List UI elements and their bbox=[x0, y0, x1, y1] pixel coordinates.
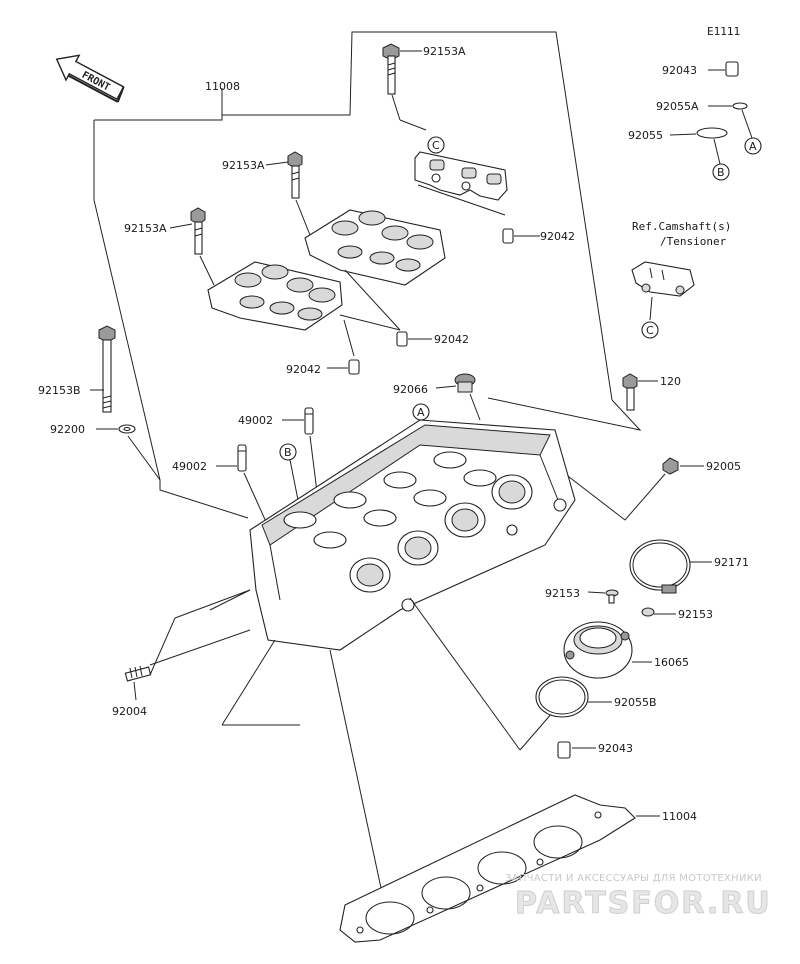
dowel-92042-mid bbox=[396, 331, 432, 347]
label-92042-top: 92042 bbox=[540, 230, 575, 243]
label-92042-mid: 92042 bbox=[434, 333, 469, 346]
assembly-11008-bracket bbox=[93, 31, 613, 481]
dowel-92043-bottom bbox=[557, 741, 596, 759]
label-120: 120 bbox=[660, 375, 681, 388]
callout-c-right-text: C bbox=[646, 324, 654, 337]
cylinder-head bbox=[249, 419, 576, 651]
label-92055a: 92055A bbox=[656, 100, 699, 113]
label-92066: 92066 bbox=[393, 383, 428, 396]
callout-c-right bbox=[641, 321, 659, 339]
label-11008: 11008 bbox=[205, 80, 240, 93]
front-arrow-icon: FRONT bbox=[55, 54, 125, 103]
label-92153a-left: 92153A bbox=[124, 222, 167, 235]
screw-92153-a bbox=[587, 589, 619, 604]
callout-a-head-text: A bbox=[417, 406, 425, 419]
label-92153-a: 92153 bbox=[545, 587, 580, 600]
label-11004: 11004 bbox=[662, 810, 697, 823]
callout-a-top bbox=[744, 137, 762, 155]
callout-c-top-text: C bbox=[432, 139, 440, 152]
label-92171: 92171 bbox=[714, 556, 749, 569]
cam-holder-left bbox=[207, 261, 401, 331]
cam-cap-top bbox=[414, 151, 508, 216]
dowel-92042-left bbox=[327, 319, 360, 375]
stud-92004 bbox=[124, 589, 251, 701]
callout-a-top-text: A bbox=[749, 140, 757, 153]
bolt-92153a-mid bbox=[265, 151, 311, 236]
label-92055: 92055 bbox=[628, 129, 663, 142]
label-92153-b: 92153 bbox=[678, 608, 713, 621]
dowel-92043-top bbox=[708, 61, 739, 77]
bolt-120 bbox=[622, 373, 658, 411]
ref-note-line1: Ref.Camshaft(s) bbox=[632, 220, 731, 233]
tensioner-bracket bbox=[631, 261, 695, 321]
diagram-code: E1111 bbox=[707, 25, 740, 38]
label-92153a-top: 92153A bbox=[423, 45, 466, 58]
holder-16065 bbox=[563, 621, 652, 679]
oring-92055b bbox=[535, 676, 612, 718]
screw-92153-b bbox=[641, 607, 676, 617]
bolt-92153b bbox=[90, 325, 116, 413]
clamp-92171 bbox=[629, 539, 712, 594]
fitting-92005 bbox=[559, 457, 704, 521]
label-92004: 92004 bbox=[112, 705, 147, 718]
washer-92200 bbox=[96, 424, 161, 481]
label-92153a-mid: 92153A bbox=[222, 159, 265, 172]
cam-holder-mid bbox=[304, 209, 446, 331]
valve-guide-49002-a bbox=[282, 407, 319, 501]
bolt-92153a-left bbox=[169, 207, 215, 286]
label-16065: 16065 bbox=[654, 656, 689, 669]
label-49002-b: 49002 bbox=[172, 460, 207, 473]
plug-92066 bbox=[435, 373, 481, 421]
watermark-big: PARTSFOR.RU bbox=[515, 886, 772, 921]
callout-b-left bbox=[279, 443, 297, 461]
callout-b-top bbox=[712, 163, 730, 181]
label-92055b: 92055B bbox=[614, 696, 657, 709]
label-92153b: 92153B bbox=[38, 384, 81, 397]
watermark-small: ЗАПЧАСТИ И АКСЕССУАРЫ ДЛЯ МОТОТЕХНИКИ bbox=[505, 873, 762, 884]
label-92200: 92200 bbox=[50, 423, 85, 436]
callout-b-left-text: B bbox=[284, 446, 292, 459]
head-gasket-11004 bbox=[339, 794, 660, 943]
dowel-92042-top bbox=[502, 228, 540, 244]
label-92005: 92005 bbox=[706, 460, 741, 473]
callout-b-top-text: B bbox=[717, 166, 725, 179]
label-92042-left: 92042 bbox=[286, 363, 321, 376]
label-49002-a: 49002 bbox=[238, 414, 273, 427]
label-92043-top: 92043 bbox=[662, 64, 697, 77]
label-92043-bottom: 92043 bbox=[598, 742, 633, 755]
callout-c-top bbox=[427, 136, 445, 154]
oring-92055a bbox=[708, 102, 753, 139]
ref-note-line2: /Tensioner bbox=[660, 235, 727, 248]
bolt-92153a-top bbox=[382, 43, 427, 131]
oring-92055 bbox=[669, 127, 728, 165]
